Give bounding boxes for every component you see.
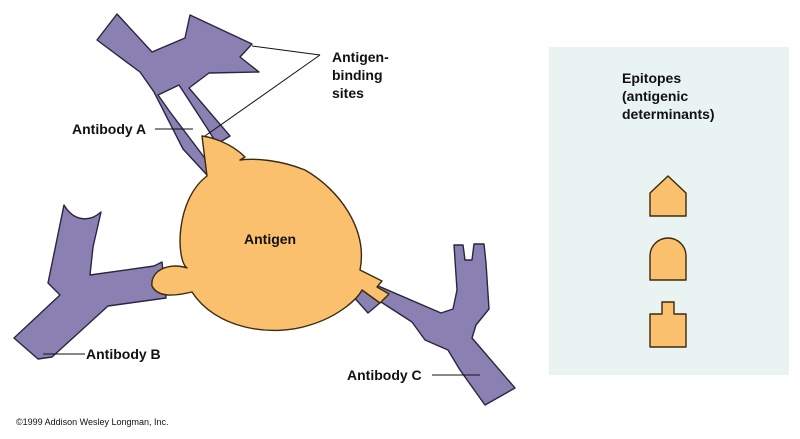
label-antigen-binding-line3: sites	[332, 85, 364, 101]
label-antigen-binding-line1: Antigen-	[332, 49, 389, 65]
label-antibody-b: Antibody B	[86, 346, 161, 362]
label-epitopes-line2: (antigenic	[622, 88, 688, 104]
epitope-pointed-shape	[649, 175, 687, 217]
leader-binding-site-bottom	[204, 54, 321, 137]
antibody-a-shape	[96, 13, 260, 176]
label-epitopes-line1: Epitopes	[622, 70, 681, 86]
epitope-notched-shape	[649, 301, 687, 348]
leader-binding-site-top	[251, 45, 321, 56]
epitope-rounded-shape	[649, 237, 687, 281]
antibody-b-shape	[13, 204, 167, 360]
copyright-text: ©1999 Addison Wesley Longman, Inc.	[16, 417, 169, 427]
label-antigen-binding-line2: binding	[332, 67, 383, 83]
label-antibody-a: Antibody A	[72, 121, 146, 137]
label-antigen: Antigen	[244, 231, 296, 247]
label-epitopes-line3: determinants)	[622, 106, 715, 122]
label-antibody-c: Antibody C	[347, 367, 422, 383]
antigen-shape	[151, 135, 390, 332]
